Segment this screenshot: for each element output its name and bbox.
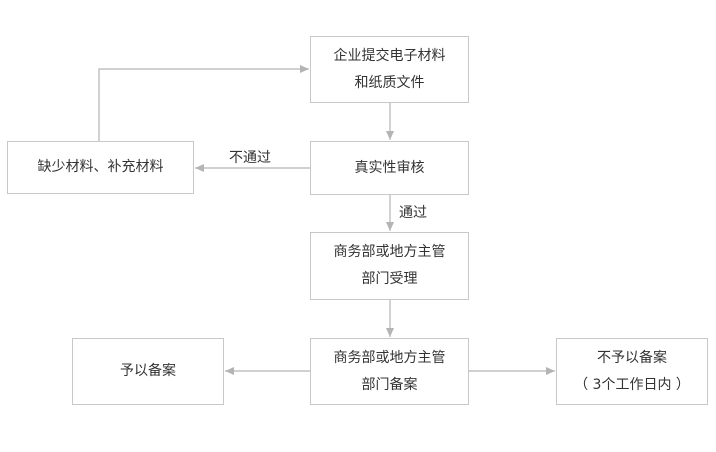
node-rejected-line1: 不予以备案 (597, 349, 667, 366)
node-rejected-line2: （ 3个工作日内 ） (574, 376, 690, 393)
node-submit-line1: 企业提交电子材料 (333, 47, 446, 64)
node-accept-line2: 部门受理 (361, 271, 418, 287)
node-submit-materials: 企业提交电子材料 和纸质文件 (310, 36, 469, 103)
node-supplement-materials: 缺少材料、补充材料 (7, 141, 194, 194)
node-supplement-line1: 缺少材料、补充材料 (37, 159, 164, 175)
node-approved: 予以备案 (72, 338, 224, 405)
node-approved-line1: 予以备案 (120, 363, 176, 379)
node-accept-line1: 商务部或地方主管 (333, 244, 446, 260)
node-rejected: 不予以备案 （ 3个工作日内 ） (556, 338, 708, 405)
edge-label-pass: 通过 (399, 205, 427, 221)
node-authenticity-review: 真实性审核 (310, 141, 469, 195)
edge-supplement-to-submit (98, 65, 309, 141)
edge-label-fail: 不通过 (229, 150, 271, 166)
node-submit-line2: 和纸质文件 (354, 74, 425, 91)
node-record-line1: 商务部或地方主管 (333, 349, 446, 366)
node-verify-line1: 真实性审核 (354, 159, 425, 176)
node-record-filing: 商务部或地方主管 部门备案 (310, 338, 469, 405)
node-acceptance: 商务部或地方主管 部门受理 (310, 232, 469, 300)
node-record-line2: 部门备案 (361, 376, 418, 393)
